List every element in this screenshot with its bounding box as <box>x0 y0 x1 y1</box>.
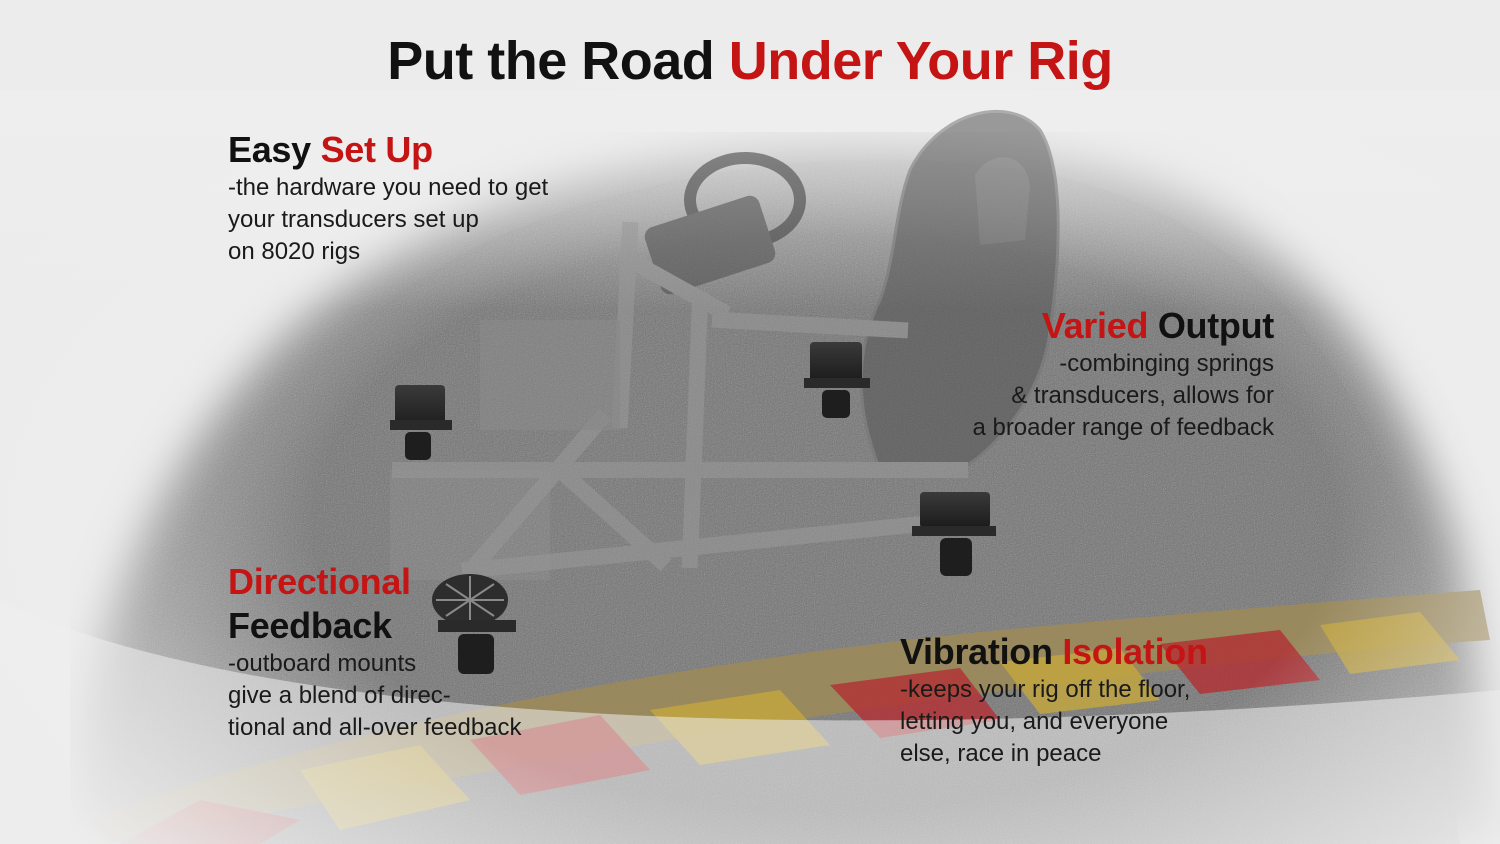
transducer-rear-top <box>804 342 870 418</box>
heading-black: Vibration <box>900 631 1063 672</box>
heading-red: Directional <box>228 561 411 602</box>
heading-red: Isolation <box>1062 631 1208 672</box>
feature-description: -keeps your rig off the floor, letting y… <box>900 676 1191 767</box>
heading-red: Varied <box>1041 305 1149 346</box>
feature-description: -the hardware you need to get your trans… <box>228 174 549 265</box>
title-part-red: Under Your Rig <box>728 31 1114 91</box>
heading-black: Easy <box>228 129 321 170</box>
heading-black: Feedback <box>228 605 392 646</box>
feature-heading: Easy Set Up <box>228 128 548 172</box>
page-title: Put the Road Under Your Rig <box>0 30 1500 92</box>
transducer-rear-floor <box>912 492 996 576</box>
heading-red: Set Up <box>320 129 434 170</box>
feature-vibration-isolation: Vibration Isolation -keeps your rig off … <box>900 630 1208 770</box>
transducer-left <box>390 385 452 460</box>
feature-description: -combinging springs & transducers, allow… <box>972 350 1274 441</box>
transducer-front-floor <box>432 574 516 674</box>
sim-rig <box>390 109 1060 580</box>
title-part-black: Put the Road <box>387 31 729 91</box>
feature-easy-setup: Easy Set Up -the hardware you need to ge… <box>228 128 548 268</box>
feature-varied-output: Varied Output -combinging springs & tran… <box>900 304 1274 444</box>
feature-description: -outboard mounts give a blend of direc- … <box>228 650 522 741</box>
feature-heading: Varied Output <box>900 304 1274 348</box>
feature-heading: Vibration Isolation <box>900 630 1208 674</box>
heading-black: Output <box>1148 305 1274 346</box>
